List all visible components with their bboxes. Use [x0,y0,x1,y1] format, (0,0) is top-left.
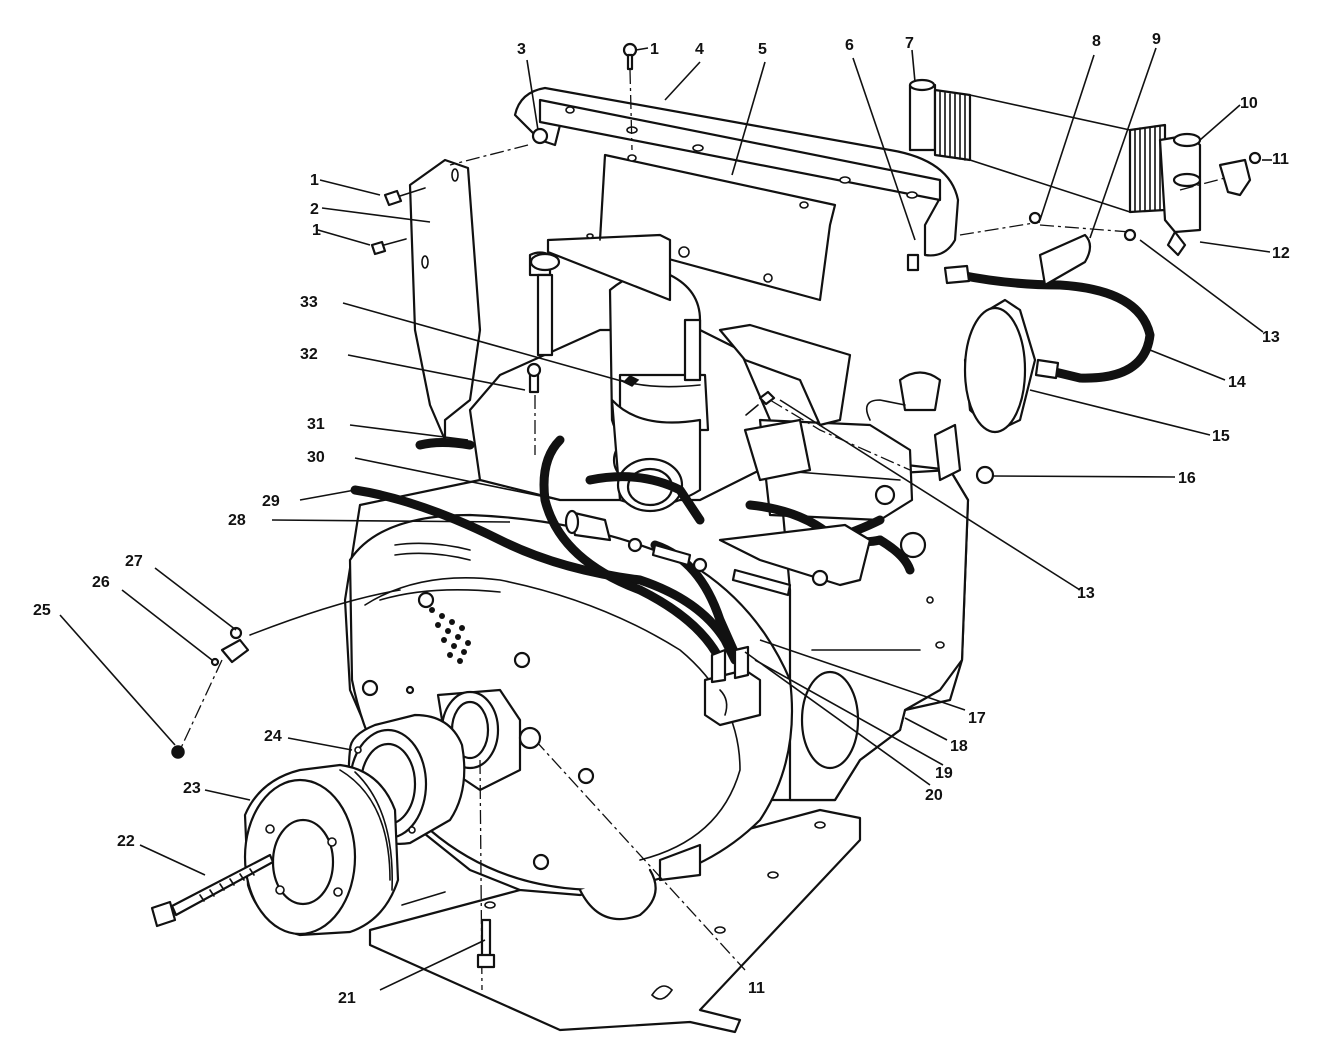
callout-11: 11 [1272,151,1289,168]
callout-25: 25 [33,602,51,619]
callout-13: 13 [1262,329,1280,346]
muffler [963,233,1092,434]
callout-6: 6 [845,37,854,54]
callout-12: 12 [1272,245,1290,262]
centerline-11 [518,726,746,971]
hardware-stud [476,759,496,991]
callout-7: 7 [905,35,914,52]
callout-23: 23 [183,780,201,797]
callout-3: 3 [517,41,526,58]
callout-11-lower: 11 [748,980,765,997]
callout-9: 9 [1152,31,1161,48]
hose-clamps [627,537,792,597]
callout-32: 32 [300,346,318,363]
side-shroud-panel [408,158,482,442]
callout-1: 1 [650,41,659,58]
fuel-pump [703,645,762,727]
callout-20: 20 [925,787,943,804]
callout-33: 33 [300,294,318,311]
oil-cooler [908,78,1202,257]
callout-2: 2 [310,201,319,218]
callout-5: 5 [758,41,767,58]
callout-30: 30 [307,449,325,466]
leader-lines [59,47,1272,991]
control-cable [171,589,401,759]
callout-22: 22 [117,833,135,850]
screws [370,42,1137,416]
callout-13-lower: 13 [1077,585,1095,602]
callout-17: 17 [968,710,986,727]
ignition-module [718,484,927,587]
bracket-small [865,371,995,485]
fuel-filter [564,509,612,542]
oil-line-hose [943,264,1155,383]
pulley [243,763,400,937]
air-cleaner-canister [608,271,710,513]
bracket-panel [546,153,837,302]
callout-10: 10 [1240,95,1258,112]
pulley-bolt [150,853,275,928]
clip [1218,151,1262,197]
callout-labels: 1 4 5 3 6 7 8 9 10 11 12 13 14 15 16 13 … [33,31,1290,1007]
callout-4: 4 [695,41,704,58]
callout-26: 26 [92,574,110,591]
mounting-base-plate [368,808,862,1034]
callout-19: 19 [935,765,953,782]
callout-29: 29 [262,493,280,510]
callout-31: 31 [307,416,325,433]
callout-14: 14 [1228,374,1246,391]
callout-21: 21 [338,990,356,1007]
callout-24: 24 [264,728,282,745]
callout-1-left-lower: 1 [312,222,321,239]
callout-8: 8 [1092,33,1101,50]
callout-28: 28 [228,512,246,529]
callout-27: 27 [125,553,143,570]
callout-1-left-upper: 1 [310,172,319,189]
callout-18: 18 [950,738,968,755]
callout-15: 15 [1212,428,1230,445]
alignment-lines [449,69,1226,471]
shroud-vent-holes [429,607,471,664]
callout-16: 16 [1178,470,1196,487]
